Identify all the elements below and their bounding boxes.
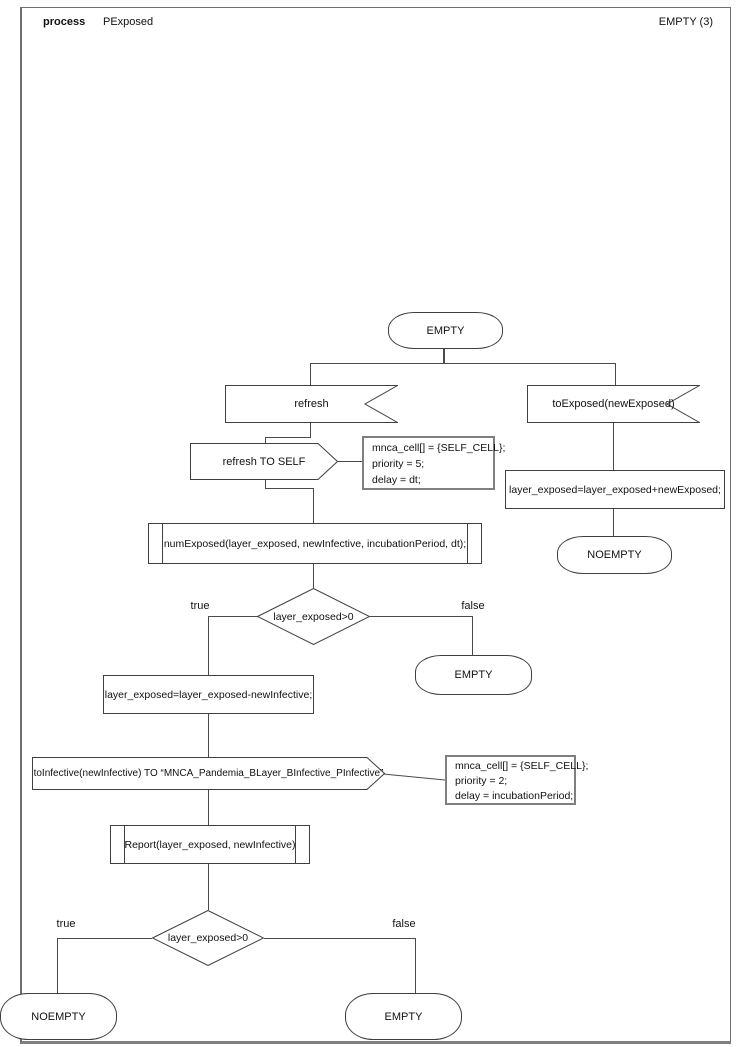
- comment-refresh-params: mnca_cell[] = {SELF_CELL}; priority = 5;…: [362, 436, 506, 490]
- comment-infective-params: mnca_cell[] = {SELF_CELL}; priority = 2;…: [445, 755, 589, 805]
- input-signal-label: toExposed(newExposed): [552, 398, 675, 410]
- comment-link-line: [383, 772, 445, 782]
- input-signal-refresh: refresh: [225, 385, 398, 423]
- true-branch-line: [208, 616, 258, 617]
- output-signal-shape: [190, 443, 338, 480]
- connector-line: [613, 423, 614, 470]
- connector-line: [208, 862, 209, 910]
- connector-line: [310, 363, 616, 364]
- connector-line: [310, 423, 311, 437]
- state-empty-start: EMPTY: [388, 312, 503, 349]
- connector-line: [208, 790, 209, 825]
- output-signal-label: toInfective(newInfective) TO “MNCA_Pande…: [33, 768, 384, 779]
- false-branch-line: [415, 938, 416, 993]
- output-signal-label: refresh TO SELF: [222, 455, 306, 468]
- input-signal-shape: [225, 385, 398, 423]
- output-signal-refresh-self: refresh TO SELF: [190, 443, 338, 480]
- connector-line: [443, 347, 445, 363]
- comment-line: delay = incubationPeriod;: [455, 790, 574, 802]
- state-label: EMPTY: [454, 669, 493, 681]
- process-kind-label: process: [43, 16, 86, 28]
- procedure-label: Report(layer_exposed, newInfective): [124, 838, 296, 851]
- diagram-frame: [20, 7, 731, 1044]
- connector-line: [313, 562, 314, 588]
- false-branch-line: [370, 616, 472, 617]
- task-label: layer_exposed=layer_exposed-newInfective…: [104, 688, 313, 701]
- state-empty-mid: EMPTY: [415, 655, 532, 695]
- task-add-exposed: layer_exposed=layer_exposed+newExposed;: [505, 470, 725, 509]
- task-sub-infective: layer_exposed=layer_exposed-newInfective…: [103, 675, 314, 714]
- connector-line: [265, 437, 311, 438]
- output-signal-shape: [32, 757, 385, 790]
- comment-link-line: [338, 461, 362, 462]
- state-count-badge: EMPTY (3): [658, 16, 713, 28]
- decision-layer-exposed-top: layer_exposed>0: [257, 588, 370, 645]
- input-signal-shape: [527, 385, 700, 423]
- true-branch-line: [57, 938, 58, 993]
- comment-line: delay = dt;: [372, 474, 421, 486]
- connector-line: [613, 507, 614, 537]
- connector-line: [265, 488, 313, 489]
- branch-label-true: true: [56, 918, 76, 930]
- false-branch-line: [472, 616, 473, 655]
- branch-label-false: false: [392, 918, 416, 930]
- connector-line: [265, 480, 266, 488]
- input-signal-label: refresh: [294, 398, 329, 410]
- state-noempty-bottom: NOEMPTY: [0, 993, 117, 1040]
- comment-line: priority = 2;: [455, 775, 508, 787]
- state-label: NOEMPTY: [587, 549, 642, 561]
- state-noempty-right: NOEMPTY: [557, 536, 672, 574]
- false-branch-line: [264, 938, 415, 939]
- state-empty-bottom: EMPTY: [345, 993, 462, 1040]
- decision-condition: layer_exposed>0: [167, 932, 249, 944]
- connector-line: [313, 488, 314, 523]
- decision-diamond-shape: [257, 588, 370, 645]
- state-label: NOEMPTY: [31, 1010, 86, 1023]
- state-label: EMPTY: [426, 324, 465, 337]
- true-branch-line: [208, 616, 209, 675]
- procedure-call-num-exposed: numExposed(layer_exposed, newInfective, …: [148, 523, 482, 564]
- comment-line: mnca_cell[] = {SELF_CELL};: [372, 442, 506, 454]
- true-branch-line: [57, 938, 152, 939]
- connector-line: [310, 363, 311, 385]
- connector-line: [265, 437, 266, 443]
- procedure-call-report: Report(layer_exposed, newInfective): [110, 825, 310, 864]
- procedure-label: numExposed(layer_exposed, newInfective, …: [163, 537, 467, 550]
- input-signal-to-exposed: toExposed(newExposed): [527, 385, 700, 423]
- connector-line: [615, 363, 616, 385]
- connector-line: [208, 712, 209, 757]
- branch-label-true: true: [190, 600, 210, 612]
- branch-label-false: false: [461, 600, 485, 612]
- state-label: EMPTY: [384, 1010, 423, 1023]
- output-signal-to-infective: toInfective(newInfective) TO “MNCA_Pande…: [32, 757, 385, 790]
- decision-condition: layer_exposed>0: [273, 610, 354, 623]
- task-label: layer_exposed=layer_exposed+newExposed;: [509, 483, 721, 496]
- decision-diamond-shape: [152, 910, 264, 966]
- comment-line: mnca_cell[] = {SELF_CELL};: [455, 760, 589, 772]
- process-name: PExposed: [103, 16, 154, 28]
- comment-line: priority = 5;: [372, 458, 425, 470]
- decision-layer-exposed-bottom: layer_exposed>0: [152, 910, 264, 966]
